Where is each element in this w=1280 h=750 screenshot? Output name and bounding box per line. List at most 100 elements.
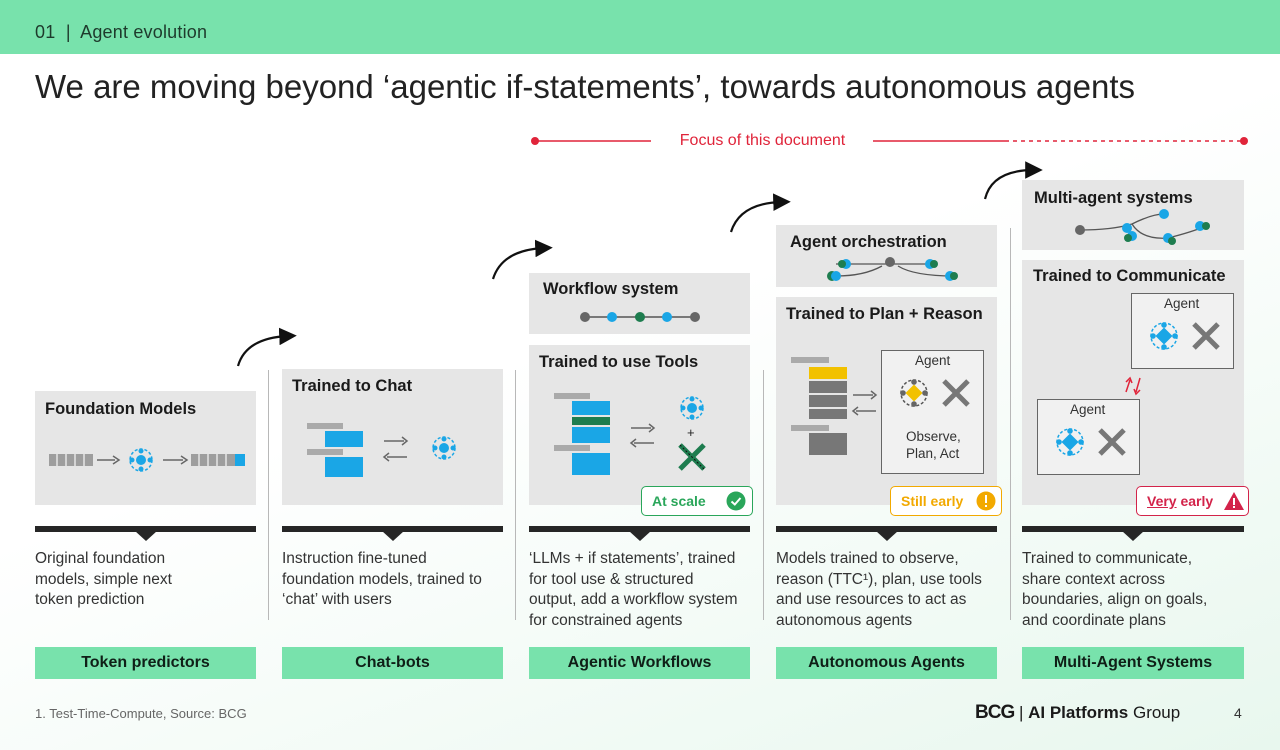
- header-bar: [0, 0, 1280, 54]
- agent-box: Agent: [1131, 293, 1234, 369]
- column-separator: [1010, 228, 1011, 620]
- agent-caption-line-1: Observe,: [906, 429, 961, 444]
- check-icon: [726, 491, 746, 511]
- card-title: Trained to use Tools: [539, 353, 699, 371]
- column-separator: [763, 370, 764, 620]
- description-line: ‘LLMs + if statements’, trained: [529, 550, 736, 567]
- agent-icon: [900, 379, 970, 407]
- exclamation-icon: [976, 491, 996, 511]
- arrow-icon: [729, 193, 791, 233]
- description-line: token prediction: [35, 591, 145, 608]
- trained-to-chat-card: Trained to Chat: [282, 369, 503, 505]
- brand-logo: BCG | AI Platforms Group: [975, 702, 1180, 724]
- arrow-icon: [491, 239, 553, 280]
- column-separator: [515, 370, 516, 620]
- tools-icon: [1098, 428, 1126, 456]
- card-title: Agent orchestration: [790, 233, 947, 251]
- agent-label: Agent: [915, 353, 951, 368]
- description-line: and use resources to act as: [776, 591, 967, 608]
- timeline-pointer: [135, 531, 157, 541]
- trained-to-communicate-card: Trained to Communicate Agent Agent: [1022, 260, 1244, 505]
- multi-agent-network-illustration: [1075, 209, 1210, 245]
- status-badge: At scale: [641, 486, 753, 516]
- description-line: reason (TTC¹), plan, use tools: [776, 570, 982, 588]
- description-line: boundaries, align on goals,: [1022, 591, 1208, 608]
- description-line: for tool use & structured: [529, 570, 694, 588]
- stage-description: Original foundation models, simple next …: [35, 549, 260, 611]
- card-title: Trained to Communicate: [1033, 267, 1226, 285]
- stage-description: Models trained to observe, reason (TTC¹)…: [776, 549, 1008, 631]
- agent-label: Agent: [1164, 296, 1200, 311]
- multi-agent-systems-card: Multi-agent systems: [1022, 180, 1244, 250]
- description-line: Instruction fine-tuned: [282, 550, 427, 567]
- description-line: for constrained agents: [529, 611, 683, 629]
- trained-to-use-tools-card: Trained to use Tools +: [529, 345, 750, 505]
- warning-icon: [1224, 492, 1244, 510]
- tools-icon: [1192, 322, 1220, 350]
- category-label-agentic-workflows: Agentic Workflows: [529, 647, 750, 679]
- timeline-pointer: [876, 531, 898, 541]
- orchestration-illustration: [827, 257, 958, 281]
- description-line: models, simple next: [35, 570, 172, 588]
- description-line: ‘chat’ with users: [282, 591, 392, 608]
- communication-arrows-icon: [1125, 376, 1141, 396]
- agent-caption-line-2: Plan, Act: [906, 446, 960, 461]
- card-title: Foundation Models: [45, 400, 197, 418]
- timeline-bar: [776, 526, 997, 532]
- workflow-system-card: Workflow system: [529, 273, 750, 334]
- badge-label: Still early: [901, 493, 964, 509]
- timeline-bar: [35, 526, 256, 532]
- footnote: 1. Test-Time-Compute, Source: BCG: [35, 706, 247, 721]
- svg-text:+: +: [687, 425, 695, 440]
- description-line: Original foundation: [35, 550, 166, 567]
- workflow-chain-illustration: [580, 312, 700, 322]
- description-line: autonomous agents: [776, 611, 913, 629]
- status-badge: Still early: [890, 486, 1002, 516]
- stage-description: Trained to communicate, share context ac…: [1022, 549, 1250, 631]
- chat-illustration: [307, 423, 456, 477]
- agent-box: Agent: [1037, 399, 1140, 475]
- description-line: and coordinate plans: [1022, 611, 1166, 629]
- agent-box: Agent Observe, Plan, Act: [881, 350, 984, 474]
- description-line: Models trained to observe,: [776, 550, 959, 567]
- description-line: Trained to communicate,: [1022, 550, 1193, 567]
- badge-label: early: [1176, 493, 1214, 509]
- badge-label: At scale: [652, 493, 706, 509]
- brand-separator: |: [1014, 703, 1029, 722]
- bcg-logo: BCG: [975, 702, 1015, 723]
- arrow-icon: [236, 327, 297, 367]
- agent-label: Agent: [1070, 402, 1106, 417]
- timeline-pointer: [382, 531, 404, 541]
- trained-to-plan-card: Trained to Plan + Reason Agent Obser: [776, 297, 997, 505]
- tools-icon: [678, 443, 706, 471]
- stage-description: Instruction fine-tuned foundation models…: [282, 549, 510, 611]
- category-label-multi-agent-systems: Multi-Agent Systems: [1022, 647, 1244, 679]
- tools-icon: [942, 379, 970, 407]
- agent-icon: [1150, 322, 1220, 350]
- status-badge: Very early: [1136, 486, 1249, 516]
- stage-description: ‘LLMs + if statements’, trained for tool…: [529, 549, 761, 631]
- category-label-token-predictors: Token predictors: [35, 647, 256, 679]
- card-title: Trained to Chat: [292, 377, 413, 395]
- card-title: Trained to Plan + Reason: [786, 305, 983, 323]
- card-title: Multi-agent systems: [1034, 189, 1193, 207]
- brand-suffix: Group: [1128, 703, 1181, 722]
- focus-label: Focus of this document: [679, 132, 846, 149]
- agent-icon: [1056, 428, 1126, 456]
- brand-name: AI Platforms: [1028, 703, 1129, 722]
- card-title: Workflow system: [543, 280, 679, 298]
- column-separator: [268, 370, 269, 620]
- timeline-bar: [282, 526, 503, 532]
- token-prediction-illustration: [49, 448, 245, 472]
- timeline-bar: [529, 526, 750, 532]
- category-label-autonomous-agents: Autonomous Agents: [776, 647, 997, 679]
- page-number: 4: [1234, 705, 1242, 721]
- timeline-pointer: [629, 531, 651, 541]
- badge-label-underlined: Very: [1147, 493, 1177, 509]
- agent-orchestration-card: Agent orchestration: [776, 225, 997, 287]
- page-title: We are moving beyond ‘agentic if-stateme…: [35, 68, 1135, 105]
- description-line: foundation models, trained to: [282, 570, 482, 588]
- timeline-bar: [1022, 526, 1244, 532]
